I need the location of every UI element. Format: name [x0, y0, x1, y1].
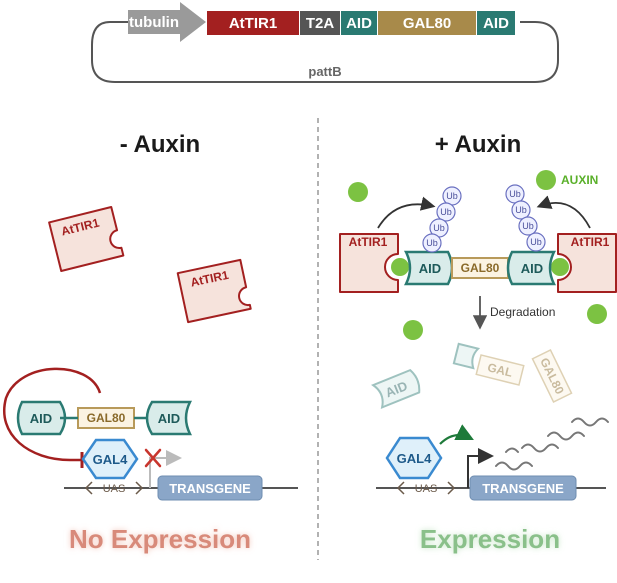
gal80-left-label: GAL80 — [87, 411, 126, 425]
degraded-fragments: AID GAL GAL80 — [371, 342, 573, 409]
pattb-backbone — [91, 21, 559, 83]
segment-t2a-label: T2A — [306, 15, 335, 32]
tir1-bound-left — [339, 233, 399, 293]
ub-label: Ub — [446, 191, 458, 201]
uas-right-label: UAS — [415, 483, 438, 495]
aid-right-2 — [506, 250, 557, 286]
segment-attir1-label: AtTIR1 — [229, 15, 277, 32]
debris-gal-label: GAL — [486, 360, 514, 380]
ubiquitination-arrow-left — [377, 196, 436, 229]
transgene-left — [157, 475, 263, 501]
uas-right: UAS — [396, 481, 456, 495]
transcription-arrow — [467, 448, 494, 488]
gal4-right-label: GAL4 — [397, 451, 432, 466]
transgene-left-label: TRANSGENE — [169, 481, 251, 496]
left-panel-title: - Auxin — [120, 131, 200, 158]
ub-label: Ub — [433, 223, 445, 233]
expression-glow: Expression — [420, 524, 560, 554]
segment-aid-2-label: AID — [483, 15, 509, 32]
no-expression-label: No Expression — [69, 524, 251, 554]
tir1-bound-left-label: AtTIR1 — [349, 235, 388, 249]
degradation-label: Degradation — [490, 305, 555, 319]
segment-attir1 — [207, 11, 299, 35]
uas-left: UAS — [84, 481, 144, 495]
aid-right-1 — [403, 250, 454, 286]
tir1-free-2: AtTIR1 — [176, 258, 252, 324]
segment-t2a — [300, 11, 340, 35]
blocked-transcription-arrow — [149, 450, 182, 488]
auxin-molecule-2 — [536, 170, 556, 190]
auxin-molecule-3 — [403, 320, 423, 340]
aid-left-2-label: AID — [158, 411, 180, 426]
segment-aid-1 — [341, 11, 377, 35]
gal4-left — [81, 438, 139, 480]
repression-line — [3, 367, 102, 462]
ub-label: Ub — [426, 238, 438, 248]
tir1-free-1: AtTIR1 — [48, 205, 125, 272]
ubiquitin-chain-right: Ub Ub Ub Ub — [505, 184, 546, 252]
transgene-right-label: TRANSGENE — [482, 481, 564, 496]
gal4-left-label: GAL4 — [93, 452, 128, 467]
aid-right-2-label: AID — [521, 261, 543, 276]
gal4-right — [385, 436, 443, 480]
ub-label: Ub — [522, 221, 534, 231]
ub-label: Ub — [515, 205, 527, 215]
activation-arrow — [439, 424, 474, 445]
auxin-molecule-4 — [587, 304, 607, 324]
auxin-bound-left — [391, 258, 409, 276]
aid-left-1-label: AID — [30, 411, 52, 426]
gal80-right-label: GAL80 — [461, 261, 500, 275]
segment-gal80 — [378, 11, 476, 35]
aid-left-1 — [16, 400, 67, 436]
auxin-label: AUXIN — [561, 173, 598, 187]
auxin-bound-right — [551, 258, 569, 276]
no-expression-glow: No Expression — [69, 524, 251, 554]
ubiquitination-arrow-right — [536, 195, 591, 229]
segment-gal80-label: GAL80 — [403, 15, 451, 32]
right-panel: + Auxin AUXIN AtTIR1 AtTIR1 AID GAL80 AI… — [339, 131, 617, 554]
block-x-icon — [144, 448, 162, 468]
pattb-label: pattB — [308, 64, 341, 79]
expression-label: Expression — [420, 524, 560, 554]
uas-left-label: UAS — [103, 483, 126, 495]
segment-aid-1-label: AID — [346, 15, 372, 32]
ub-label: Ub — [440, 207, 452, 217]
ubiquitin-chain-left: Ub Ub Ub Ub — [422, 186, 462, 253]
aid-left-2 — [145, 400, 193, 436]
tir1-bound-right-label: AtTIR1 — [571, 235, 610, 249]
transgene-right — [469, 475, 577, 501]
tubulin-label: tubulin — [129, 14, 179, 31]
ub-label: Ub — [530, 237, 542, 247]
auxin-molecule-1 — [348, 182, 368, 202]
construct: pattB tubulin AtTIR1 T2A AID GAL80 AID — [91, 2, 559, 83]
mrna-transcripts — [495, 417, 609, 471]
segment-aid-2 — [477, 11, 515, 35]
aid-right-1-label: AID — [419, 261, 441, 276]
right-panel-title: + Auxin — [435, 131, 521, 158]
ub-label: Ub — [509, 189, 521, 199]
tir1-bound-right — [557, 233, 617, 293]
tubulin-promoter-arrow — [128, 2, 206, 42]
left-panel: - Auxin AtTIR1 AtTIR1 AID GAL80 AID UAS — [3, 131, 298, 554]
